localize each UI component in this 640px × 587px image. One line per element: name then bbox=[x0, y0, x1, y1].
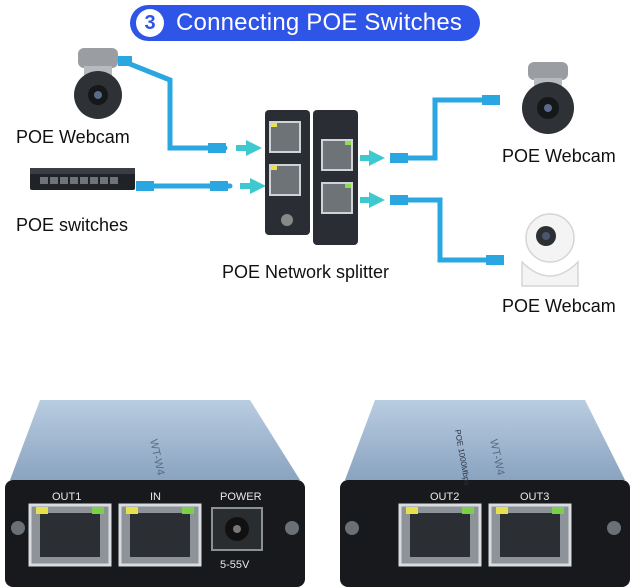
arrow-out3 bbox=[360, 150, 385, 166]
plug-left-top-1 bbox=[118, 56, 132, 66]
plug-right-bottom-1 bbox=[390, 195, 408, 205]
cable-left-top bbox=[122, 59, 228, 151]
device-right-port-out3-label: OUT3 bbox=[520, 491, 549, 503]
plug-left-bottom-2 bbox=[210, 181, 228, 191]
arrow-out1 bbox=[236, 140, 262, 156]
step-number-badge: 3 bbox=[136, 9, 164, 37]
label-network-splitter: POE Network splitter bbox=[222, 262, 390, 282]
label-poe-switches: POE switches bbox=[16, 215, 129, 235]
device-left bbox=[5, 400, 305, 587]
page-title: Connecting POE Switches bbox=[176, 9, 463, 36]
splitter-right-led-1 bbox=[345, 141, 351, 145]
splitter-left-led-1 bbox=[271, 123, 277, 127]
device-right bbox=[340, 400, 630, 587]
cable-right-bottom bbox=[392, 197, 498, 263]
splitter-right-led-2 bbox=[345, 184, 351, 188]
cable-right-top bbox=[392, 97, 493, 161]
connection-diagram bbox=[30, 48, 579, 287]
device-left-power-label: POWER bbox=[220, 491, 262, 503]
title-banner: 3 Connecting POE Switches bbox=[130, 5, 480, 41]
label-right-bottom-webcam: POE Webcam bbox=[502, 296, 616, 316]
device-left-port-out1-label: OUT1 bbox=[52, 491, 81, 503]
arrow-in bbox=[240, 178, 266, 194]
splitter-right-body bbox=[313, 110, 358, 245]
splitter-left-led-2 bbox=[271, 166, 277, 170]
device-left-port-in-label: IN bbox=[150, 491, 161, 503]
ptz-camera-icon-right bbox=[522, 62, 574, 134]
plug-right-top-1 bbox=[390, 153, 408, 163]
plug-left-top-2 bbox=[208, 143, 226, 153]
plug-right-bottom-2 bbox=[486, 255, 504, 265]
device-left-voltage-label: 5-55V bbox=[220, 559, 250, 571]
splitter-right-port-out2 bbox=[321, 182, 353, 214]
splitter-left-power-jack bbox=[281, 214, 293, 226]
dome-camera-icon bbox=[521, 213, 579, 287]
label-right-top-webcam: POE Webcam bbox=[502, 146, 616, 166]
poe-switch-icon bbox=[30, 168, 135, 190]
ptz-camera-icon-left bbox=[74, 48, 122, 119]
plug-right-top-2 bbox=[482, 95, 500, 105]
plug-left-bottom-1 bbox=[136, 181, 154, 191]
device-right-port-out2-label: OUT2 bbox=[430, 491, 459, 503]
product-photos: OUT1 IN POWER 5-55V WT-W4 OUT2 OUT3 WT-W… bbox=[5, 400, 630, 587]
arrow-out2 bbox=[360, 192, 385, 208]
label-left-top-webcam: POE Webcam bbox=[16, 127, 130, 147]
